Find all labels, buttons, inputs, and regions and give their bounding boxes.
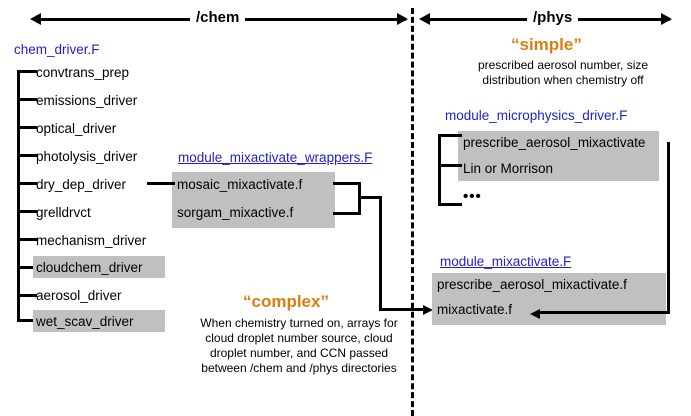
microphysics-module-box [458,131,659,181]
list-item-label: aerosol_driver [36,288,122,303]
chem-arrow-head-right [397,13,408,25]
chem-driver-bracket-tick [17,210,37,213]
module-label-mixactivate[interactable]: module_mixactivate.F [440,254,572,269]
list-item[interactable]: sorgam_mixactive.f [177,204,293,222]
list-item[interactable]: prescribe_aerosol_mixactivate.f [437,276,627,294]
list-item[interactable]: mixactivate.f [437,301,512,319]
list-item[interactable]: aerosol_driver [36,287,122,305]
list-item[interactable]: mechanism_driver [36,232,146,250]
list-item[interactable]: cloudchem_driver [36,259,143,277]
complex-connector-arrowhead [423,304,433,315]
wrappers-out-tick-bottom [333,212,361,215]
chem-driver-bracket-tick [17,98,37,101]
list-item[interactable]: wet_scav_driver [36,313,134,331]
chem-driver-bracket-tick [17,182,37,185]
complex-connector-vertical [379,196,382,311]
highlight-wet-scav-driver [33,310,165,332]
list-item-label: prescribe_aerosol_mixactivate [463,135,646,150]
callout-complex-keyword: “complex” [243,292,329,311]
list-item-ellipsis: ••• [463,188,482,205]
module-label-chem-driver: chem_driver.F [14,42,100,57]
simple-connector-horizontal [540,311,670,314]
list-item-label: photolysis_driver [36,149,138,164]
highlight-cloudchem-driver [33,256,165,278]
list-item-label: emissions_driver [36,93,138,108]
callout-complex-description: When chemistry turned on, arrays for clo… [200,316,398,375]
list-item-label: optical_driver [36,121,117,136]
module-label-microphysics-driver: module_microphysics_driver.F [445,108,628,123]
chem-driver-bracket-tick [17,266,37,269]
list-item-label: mechanism_driver [36,233,147,248]
list-item-label: sorgam_mixactive.f [177,205,294,220]
chem-phys-divider [411,8,414,416]
chem-driver-bracket-tick [17,294,37,297]
list-item[interactable]: dry_dep_driver [36,176,126,194]
wrappers-module-box [172,172,335,228]
list-item[interactable]: Lin or Morrison [463,160,553,178]
list-item-label: dry_dep_driver [36,177,127,192]
mixactivate-module-box [432,273,666,325]
microphysics-bracket-tick [438,203,462,206]
chem-driver-bracket-tick [17,70,37,73]
microphysics-bracket-tick [438,164,462,167]
list-item-label: convtrans_prep [36,65,130,80]
chem-driver-bracket-tick [17,154,37,157]
chem-driver-bracket-tick [17,319,37,322]
simple-connector-vertical [667,142,670,314]
list-item[interactable]: convtrans_prep [36,64,129,82]
list-item-label: Lin or Morrison [463,161,554,176]
section-title-phys: /phys [527,10,579,26]
chem-driver-bracket-tick [17,238,37,241]
callout-simple-keyword: “simple” [511,35,582,54]
module-label-mixactivate-wrappers[interactable]: module_mixactivate_wrappers.F [178,150,373,165]
list-item[interactable]: optical_driver [36,120,116,138]
complex-connector-horizontal [379,308,425,311]
chem-driver-bracket-tick [17,126,37,129]
callout-simple-description: prescribed aerosol number, size distribu… [477,58,649,87]
list-item-label: mixactivate.f [437,302,513,317]
microphysics-bracket-spine [438,134,441,206]
list-item[interactable]: photolysis_driver [36,148,137,166]
chem-arrow-head-left [30,13,41,25]
list-item[interactable]: mosaic_mixactivate.f [177,176,302,194]
microphysics-bracket-tick [438,134,462,137]
wrappers-out-merge-stub [358,196,382,199]
wrappers-out-tick-top [333,182,361,185]
simple-connector-arrowhead [530,309,540,319]
list-item-label: grelldrvct [36,205,91,220]
phys-arrow-head-right [661,13,672,25]
list-item[interactable]: prescribe_aerosol_mixactivate [463,134,645,152]
connector-drydep-to-wrappers [147,182,175,185]
list-item-label: mosaic_mixactivate.f [177,177,303,192]
list-item[interactable]: emissions_driver [36,92,137,110]
phys-arrow-head-left [419,13,430,25]
section-title-chem: /chem [190,10,246,26]
list-item[interactable]: grelldrvct [36,204,91,222]
list-item-label: wet_scav_driver [36,314,134,329]
list-item-label: prescribe_aerosol_mixactivate.f [437,277,627,292]
chem-driver-bracket-spine [17,70,20,322]
list-item-label: cloudchem_driver [36,260,143,275]
